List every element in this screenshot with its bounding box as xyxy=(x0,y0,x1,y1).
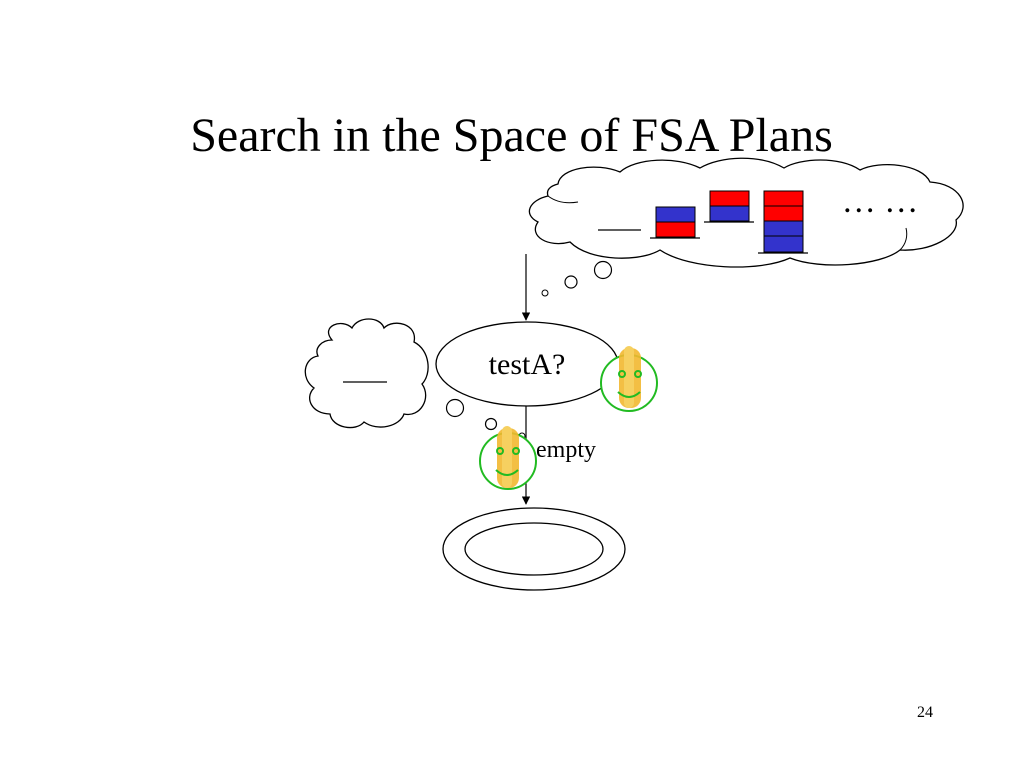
thought-bubble xyxy=(564,275,578,289)
smiley-icon xyxy=(600,346,658,412)
page-number: 24 xyxy=(917,704,933,721)
thought-bubble xyxy=(445,398,465,418)
thought-bubble xyxy=(593,260,613,280)
final-state-inner xyxy=(464,522,604,576)
transition-label: empty xyxy=(536,437,596,463)
thought-bubble xyxy=(541,289,549,297)
thought-bubble xyxy=(484,417,498,431)
smiley-icon xyxy=(479,426,537,490)
block-blue xyxy=(709,205,750,222)
block-red xyxy=(763,190,804,207)
small-thought-cloud xyxy=(304,318,429,429)
block-blue xyxy=(763,220,804,237)
block-blue xyxy=(763,235,804,253)
slide-title: Search in the Space of FSA Plans xyxy=(190,109,833,162)
block-blue xyxy=(655,206,696,223)
large-thought-cloud: … … xyxy=(528,157,964,268)
block-red xyxy=(763,205,804,222)
thought-ellipsis: … … xyxy=(842,183,919,220)
block-red xyxy=(655,221,696,238)
block-red xyxy=(709,190,750,207)
state-label: testA? xyxy=(489,348,566,381)
